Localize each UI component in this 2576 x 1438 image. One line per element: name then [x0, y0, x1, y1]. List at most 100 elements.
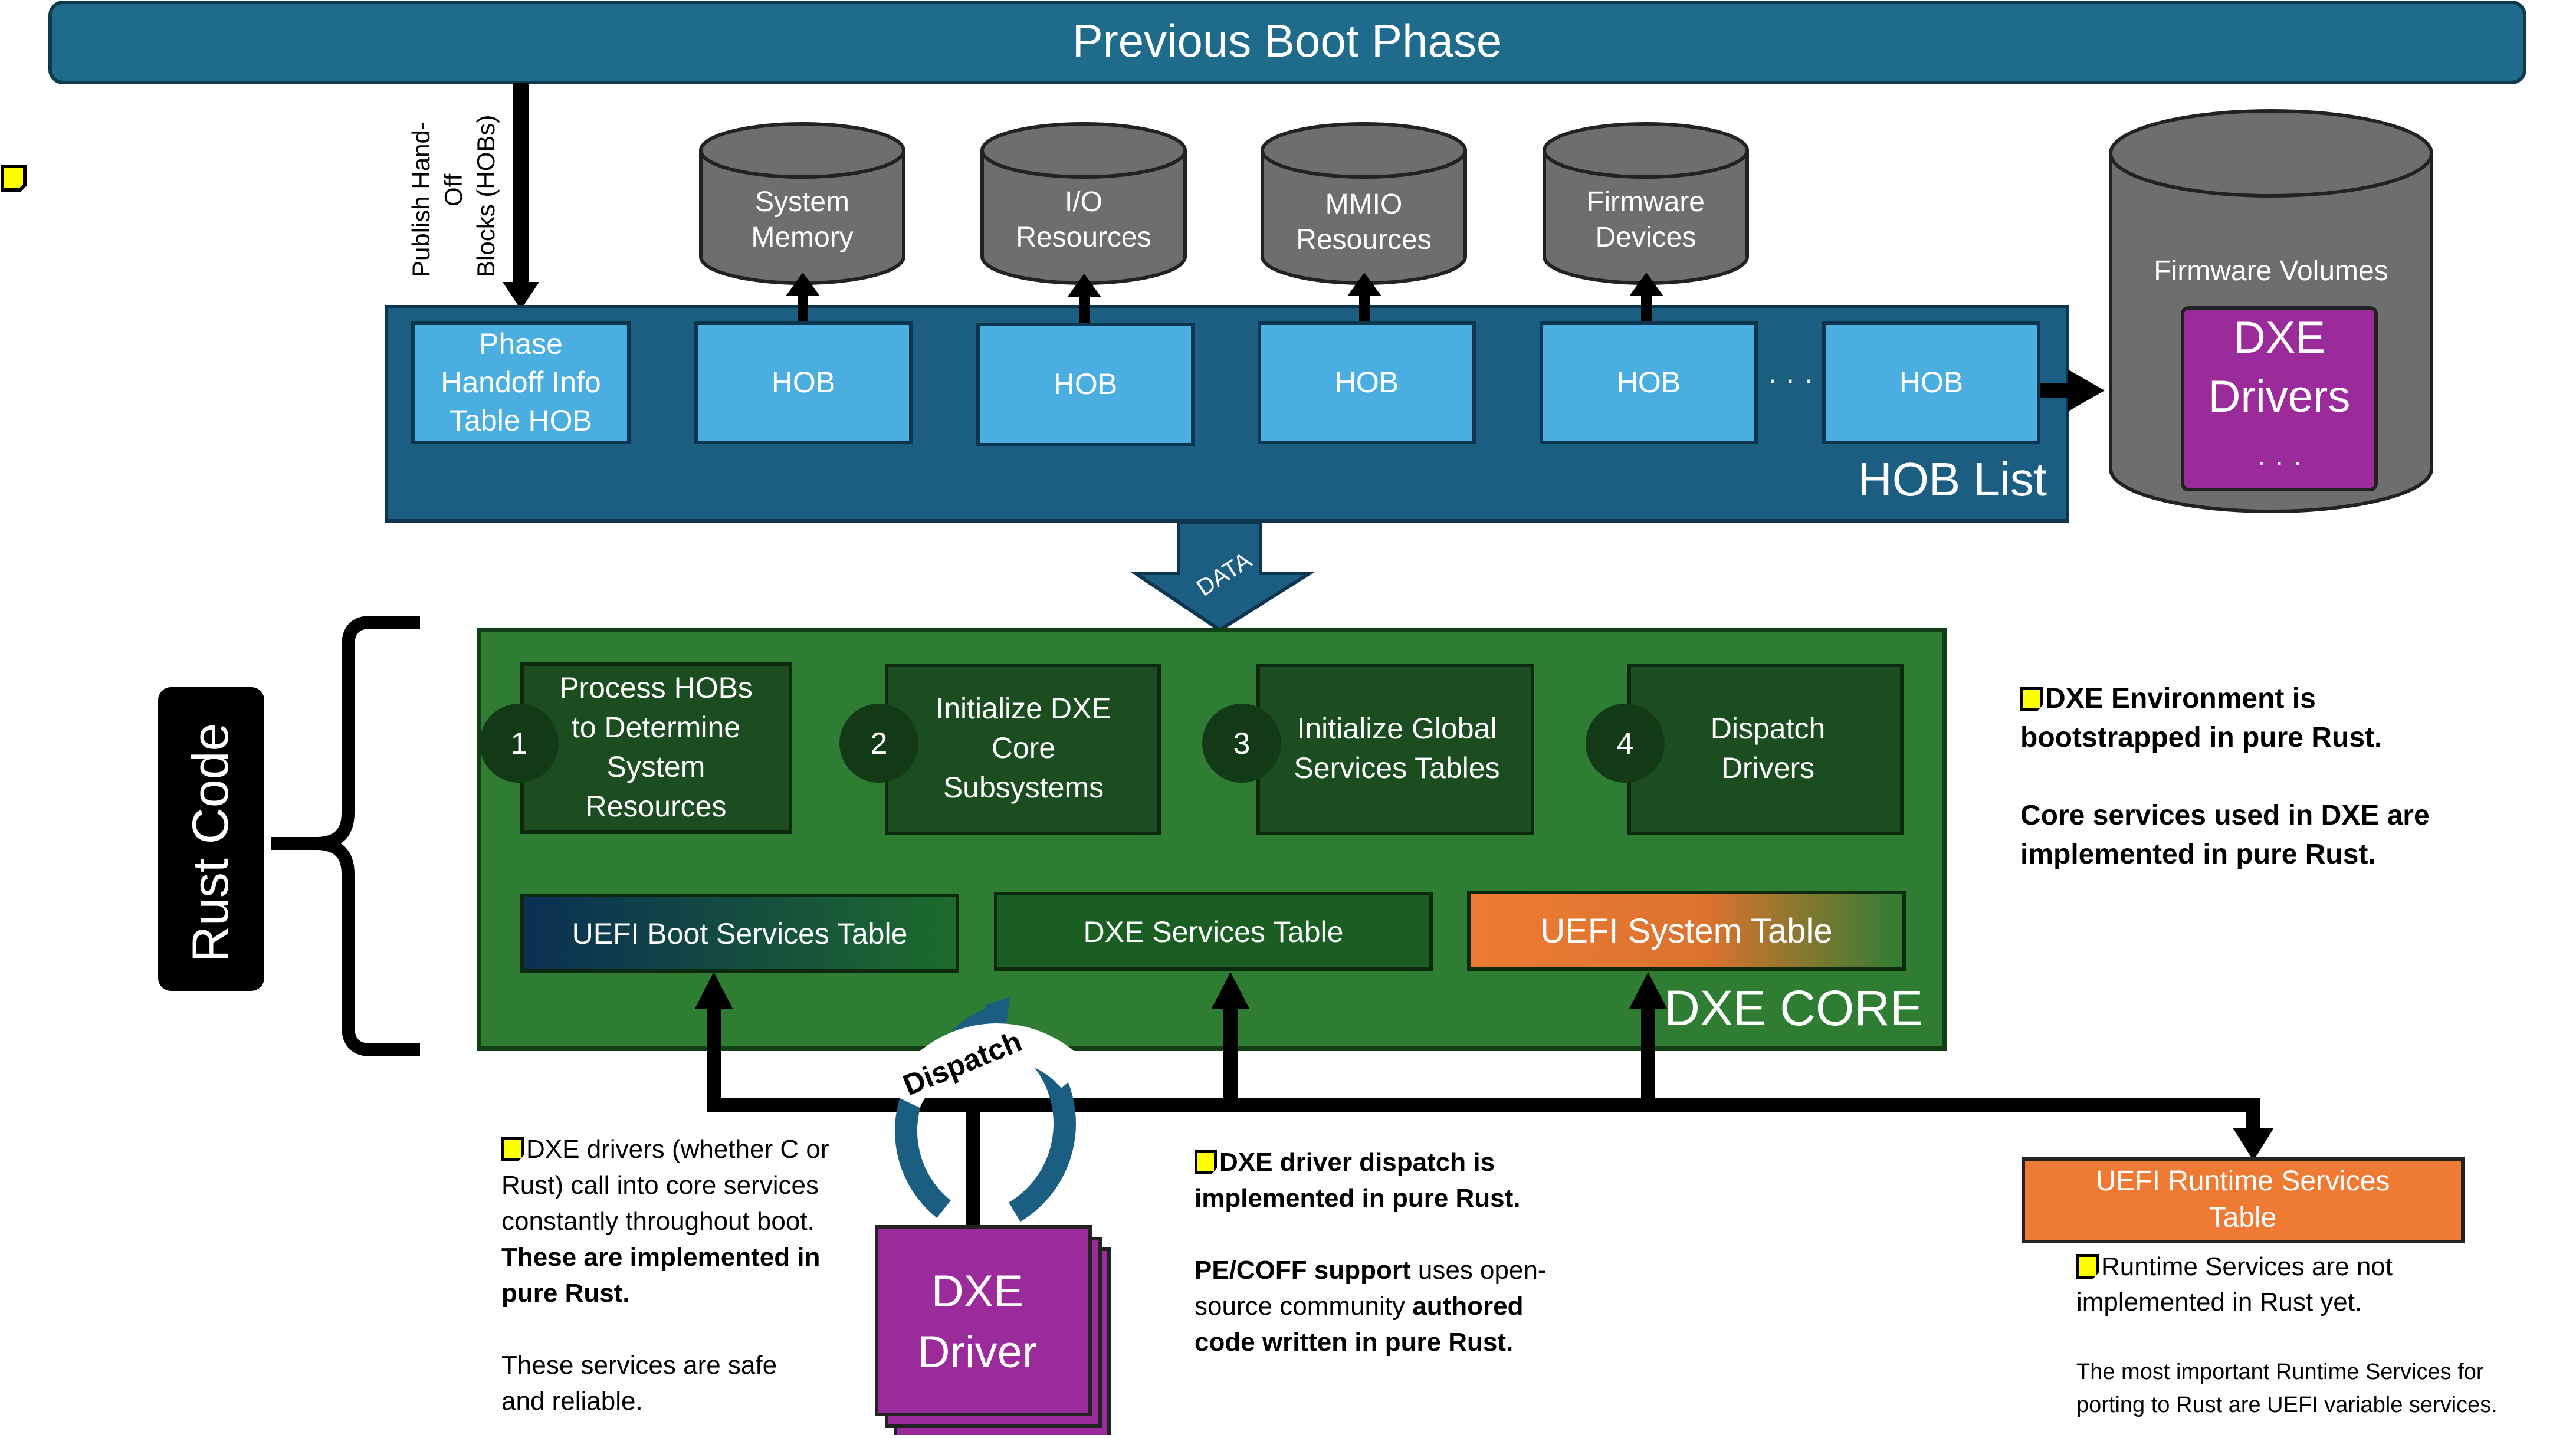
hob-to-resource-arrows: [786, 273, 1663, 324]
svg-text:UEFI Runtime Services: UEFI Runtime Services: [2096, 1165, 2390, 1197]
publish-arrow-head: [503, 282, 539, 310]
svg-text:System: System: [755, 186, 849, 218]
hob-ellipsis: · · ·: [1767, 363, 1813, 396]
step-1: 1 Process HOBs to Determine System Resou…: [480, 662, 792, 834]
note-dxe-drivers-call: DXE drivers (whether C or Rust) call int…: [501, 1131, 829, 1419]
svg-text:Table HOB: Table HOB: [449, 404, 592, 437]
rust-code-badge: [158, 687, 264, 991]
svg-text:HOB: HOB: [1617, 366, 1681, 399]
resource-system-memory: System Memory: [699, 122, 905, 285]
service-call-lines: [695, 972, 2274, 1245]
svg-text:Process HOBs: Process HOBs: [559, 671, 753, 704]
svg-text:Initialize Global: Initialize Global: [1297, 712, 1497, 745]
phit-hob: Phase Handoff Info Table HOB: [411, 321, 631, 444]
publish-label-line3: Blocks (HOBs): [472, 115, 500, 277]
note-text: PE/COFF support: [1195, 1256, 1411, 1285]
firmware-volumes-label: Firmware Volumes: [2154, 255, 2388, 287]
note-text: These services are safe: [501, 1351, 777, 1380]
hob-list-container: [385, 305, 2069, 523]
note-text: implemented in pure Rust.: [2020, 839, 2376, 870]
note-text: These are implemented in: [501, 1243, 821, 1272]
hob-box: HOB: [976, 323, 1195, 446]
svg-text:UEFI Boot Services Table: UEFI Boot Services Table: [572, 917, 908, 950]
note-text: DXE drivers (whether C or: [526, 1135, 829, 1164]
note-text: bootstrapped in pure Rust.: [2020, 722, 2383, 753]
resource-firmware-devices: Firmware Devices: [1543, 122, 1749, 285]
resource-io: I/O Resources: [980, 122, 1187, 285]
step-3-number: [1202, 704, 1281, 783]
svg-text:to Determine: to Determine: [572, 711, 740, 744]
note-important-runtime: The most important Runtime Services for …: [2076, 1355, 2498, 1421]
hob-box: HOB: [694, 321, 913, 444]
svg-text:MMIO: MMIO: [1325, 189, 1403, 220]
svg-text:· · ·: · · ·: [2256, 445, 2302, 478]
note-text: implemented in pure Rust.: [1195, 1184, 1521, 1213]
hob-box: HOB: [1258, 321, 1476, 444]
step-1-number: [480, 704, 559, 783]
publish-label-line2: Off: [439, 173, 467, 206]
rust-code-brace: [271, 616, 420, 1056]
svg-text:HOB: HOB: [1335, 366, 1399, 399]
svg-text:Dispatch: Dispatch: [1711, 712, 1826, 745]
svg-text:I/O: I/O: [1065, 186, 1102, 218]
svg-text:3: 3: [1233, 727, 1251, 761]
dxe-services-table: DXE Services Table: [994, 892, 1433, 971]
svg-text:Handoff Info: Handoff Info: [441, 366, 601, 399]
step-4-number: [1586, 704, 1665, 783]
note-text: source community: [1195, 1292, 1413, 1321]
previous-boot-phase-label: Previous Boot Phase: [1072, 15, 1502, 67]
step-2: 2 Initialize DXE Core Subsystems: [839, 664, 1161, 835]
svg-text:System: System: [607, 750, 705, 783]
svg-text:Devices: Devices: [1596, 222, 1696, 253]
svg-text:Drivers: Drivers: [2209, 372, 2351, 422]
sticky-note-icon: [1, 165, 27, 192]
note-text: uses open-: [1410, 1256, 1547, 1285]
svg-text:Services Tables: Services Tables: [1294, 751, 1499, 784]
dispatch-cycle: Dispatch: [887, 997, 1088, 1256]
note-text: pure Rust.: [501, 1279, 630, 1308]
uefi-boot-services-table: UEFI Boot Services Table: [520, 894, 959, 973]
step-4: 4 Dispatch Drivers: [1586, 664, 1904, 835]
svg-text:Initialize DXE: Initialize DXE: [936, 692, 1111, 725]
sticky-note-icon: [1195, 1150, 1217, 1174]
sticky-note-icon: [501, 1137, 524, 1161]
svg-text:HOB: HOB: [1054, 367, 1117, 400]
note-dxe-environment: DXE Environment is bootstrapped in pure …: [2020, 679, 2430, 874]
svg-text:1: 1: [511, 727, 528, 761]
dxe-driver-label-line2: Driver: [918, 1327, 1038, 1377]
note-text: authored: [1412, 1292, 1524, 1321]
note-text: and reliable.: [501, 1387, 643, 1416]
note-text: Core services used in DXE are: [2020, 800, 2430, 831]
svg-text:UEFI System Table: UEFI System Table: [1540, 912, 1832, 950]
note-text: Rust) call into core services: [501, 1171, 819, 1200]
data-arrow: [1130, 520, 1316, 632]
svg-text:DXE Services Table: DXE Services Table: [1084, 915, 1344, 948]
note-text: porting to Rust are UEFI variable servic…: [2076, 1393, 2498, 1417]
previous-boot-phase-bar: [48, 1, 2526, 84]
svg-text:HOB: HOB: [772, 366, 835, 399]
hob-to-fv-arrow-head: [2068, 369, 2105, 412]
note-runtime-services: Runtime Services are not implemented in …: [2076, 1249, 2393, 1320]
note-dispatch-pecoff: DXE driver dispatch is implemented in pu…: [1195, 1144, 1547, 1360]
hob-box: HOB: [1822, 321, 2040, 444]
resource-mmio: MMIO Resources: [1261, 122, 1467, 285]
note-text: DXE Environment is: [2045, 683, 2316, 714]
svg-text:DXE: DXE: [2233, 313, 2325, 363]
note-text: implemented in Rust yet.: [2076, 1288, 2362, 1316]
svg-text:4: 4: [1617, 727, 1634, 761]
rust-code-label: Rust Code: [182, 723, 239, 963]
svg-text:Subsystems: Subsystems: [943, 771, 1104, 804]
dxe-driver-stack: DXE Driver: [875, 1225, 1111, 1438]
step-3: 3 Initialize Global Services Tables: [1202, 664, 1534, 835]
uefi-system-table: UEFI System Table: [1467, 891, 1906, 971]
note-text: DXE driver dispatch is: [1219, 1148, 1495, 1177]
dxe-drivers-box: DXE Drivers · · ·: [2181, 306, 2378, 491]
svg-text:Phase: Phase: [479, 327, 563, 360]
svg-text:Memory: Memory: [751, 222, 853, 253]
svg-text:Core: Core: [992, 731, 1055, 764]
sticky-note-icon: [2076, 1254, 2099, 1279]
note-text: constantly throughout boot.: [501, 1207, 815, 1236]
hob-box: HOB: [1540, 321, 1758, 444]
